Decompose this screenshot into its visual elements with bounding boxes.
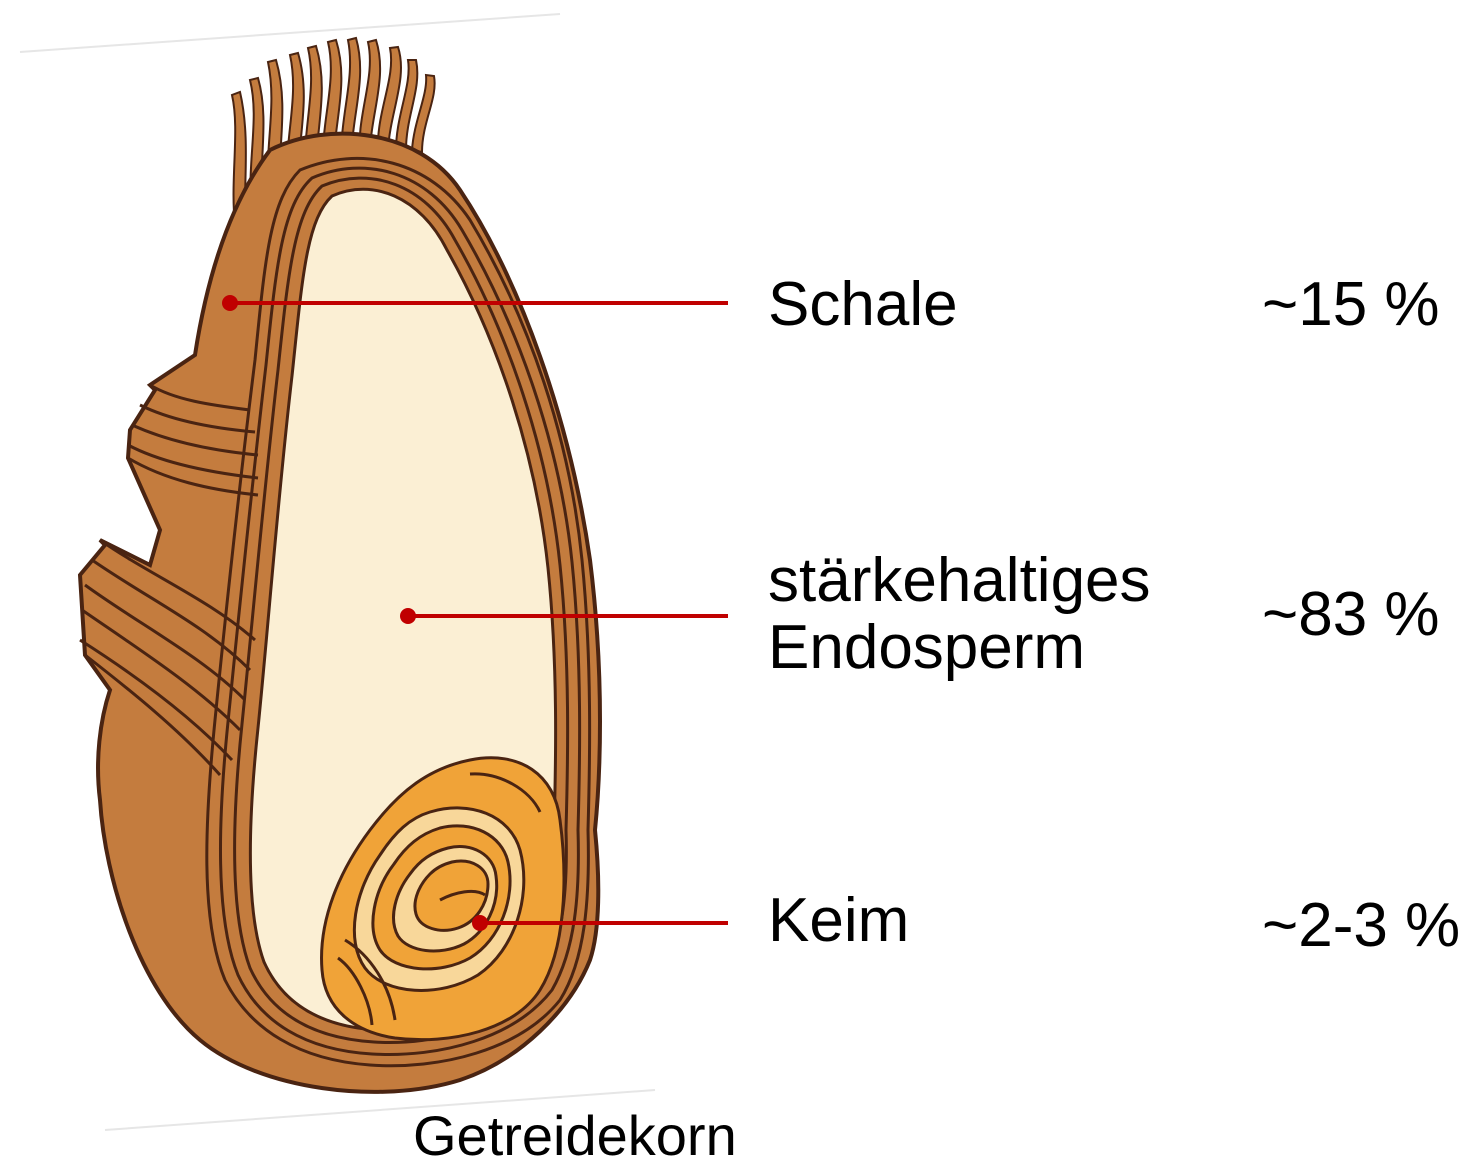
percent-keim: ~2-3 % (1262, 895, 1460, 957)
label-schale: Schale (768, 274, 958, 336)
label-endosperm-line2: Endosperm (768, 617, 1085, 679)
leader-endosperm-dot (400, 608, 416, 624)
label-endosperm-line1: stärkehaltiges (768, 550, 1151, 612)
percent-endosperm: ~83 % (1262, 584, 1440, 646)
diagram-caption: Getreidekorn (413, 1108, 737, 1164)
leader-schale-dot (222, 295, 238, 311)
leader-keim-dot (472, 915, 488, 931)
percent-schale: ~15 % (1262, 274, 1440, 336)
label-keim: Keim (768, 890, 909, 952)
